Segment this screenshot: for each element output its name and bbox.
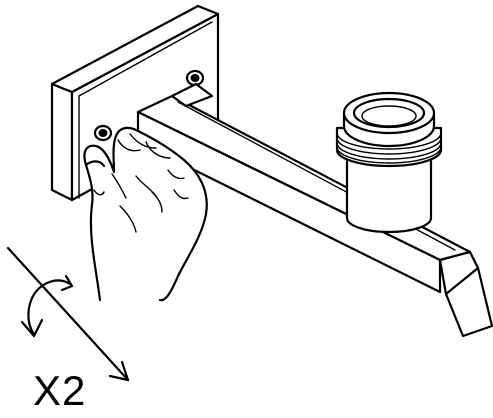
spout-tip [438,250,493,338]
plate-screw-top-icon [185,69,205,87]
hand-illustration [83,126,208,302]
threaded-fitting [335,91,443,234]
plate-screw-bottom-icon [93,124,113,142]
rotation-arrow-icon [6,246,130,382]
repeat-count-label: X2 [33,367,87,414]
wall-plate [50,4,220,202]
